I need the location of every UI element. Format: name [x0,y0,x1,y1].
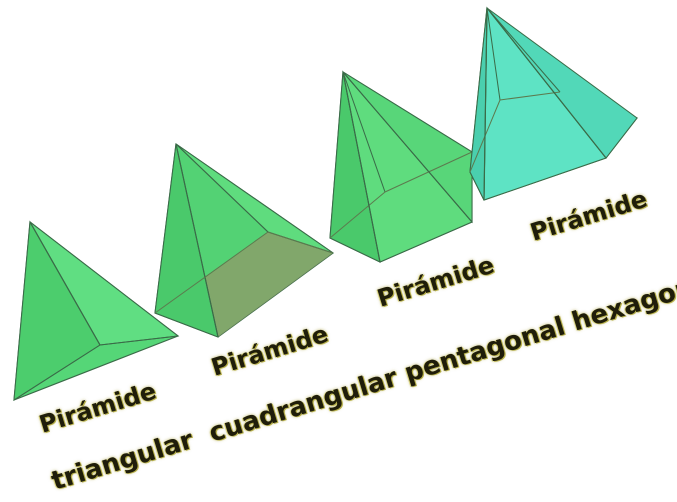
pentagonal-pyramid [329,70,473,263]
square-pyramid [154,142,335,338]
hexagonal-pyramid [469,6,638,201]
triangular-pyramid [13,220,180,401]
